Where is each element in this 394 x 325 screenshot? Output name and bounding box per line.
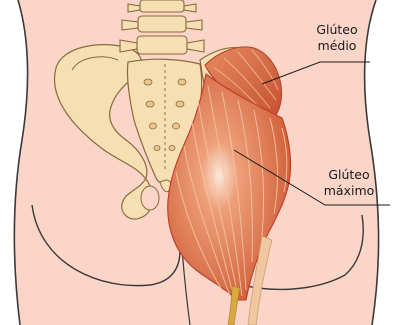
label-gluteo-medio: Glúteo médio (306, 22, 368, 54)
label-gluteo-maximo: Glúteo máximo (318, 167, 380, 199)
label-gluteo-medio-line1: Glúteo (306, 22, 368, 38)
label-gluteo-maximo-line2: máximo (318, 183, 380, 199)
lumbar-spine (120, 0, 204, 54)
obturator-foramen (141, 186, 159, 210)
label-gluteo-medio-line2: médio (306, 38, 368, 54)
label-gluteo-maximo-line1: Glúteo (318, 167, 380, 183)
